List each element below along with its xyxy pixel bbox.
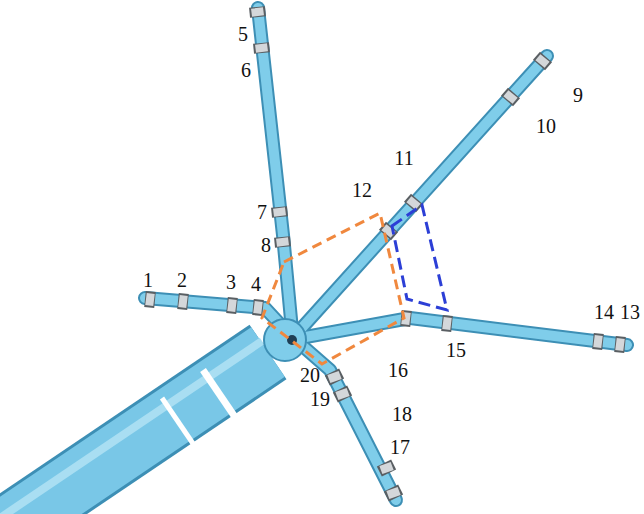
callout-number: 7 bbox=[257, 202, 267, 222]
blue-dashed-quad bbox=[392, 205, 447, 310]
callout-number: 16 bbox=[388, 360, 408, 380]
shaft-highlight bbox=[0, 341, 262, 514]
shaft-ring bbox=[203, 370, 237, 420]
electrode-edges bbox=[145, 7, 625, 498]
spline bbox=[298, 342, 396, 500]
callout-number: 6 bbox=[241, 60, 251, 80]
callout-number: 12 bbox=[352, 180, 372, 200]
callout-number: 19 bbox=[310, 389, 330, 409]
splines bbox=[145, 8, 627, 500]
electrodes bbox=[145, 7, 625, 498]
callout-number: 13 bbox=[620, 302, 640, 322]
spline bbox=[300, 56, 547, 330]
callout-number: 1 bbox=[143, 270, 153, 290]
callout-number: 8 bbox=[261, 235, 271, 255]
callout-number: 20 bbox=[300, 365, 320, 385]
callout-number: 15 bbox=[446, 340, 466, 360]
shaft-ring bbox=[162, 398, 196, 448]
callout-number: 4 bbox=[251, 274, 261, 294]
spline-edge bbox=[300, 56, 547, 330]
spline-edge bbox=[298, 342, 396, 500]
callout-number: 2 bbox=[177, 270, 187, 290]
callout-number: 17 bbox=[390, 437, 410, 457]
callout-number: 11 bbox=[394, 148, 413, 168]
catheter-shaft bbox=[0, 341, 268, 514]
callout-number: 3 bbox=[226, 272, 236, 292]
electrode-bands bbox=[146, 8, 624, 497]
callout-number: 5 bbox=[238, 24, 248, 44]
orange-dashed-pentagon bbox=[262, 213, 404, 364]
callout-number: 10 bbox=[536, 116, 556, 136]
callout-number: 9 bbox=[573, 85, 583, 105]
callout-number: 18 bbox=[392, 404, 412, 424]
callout-number: 14 bbox=[594, 302, 614, 322]
